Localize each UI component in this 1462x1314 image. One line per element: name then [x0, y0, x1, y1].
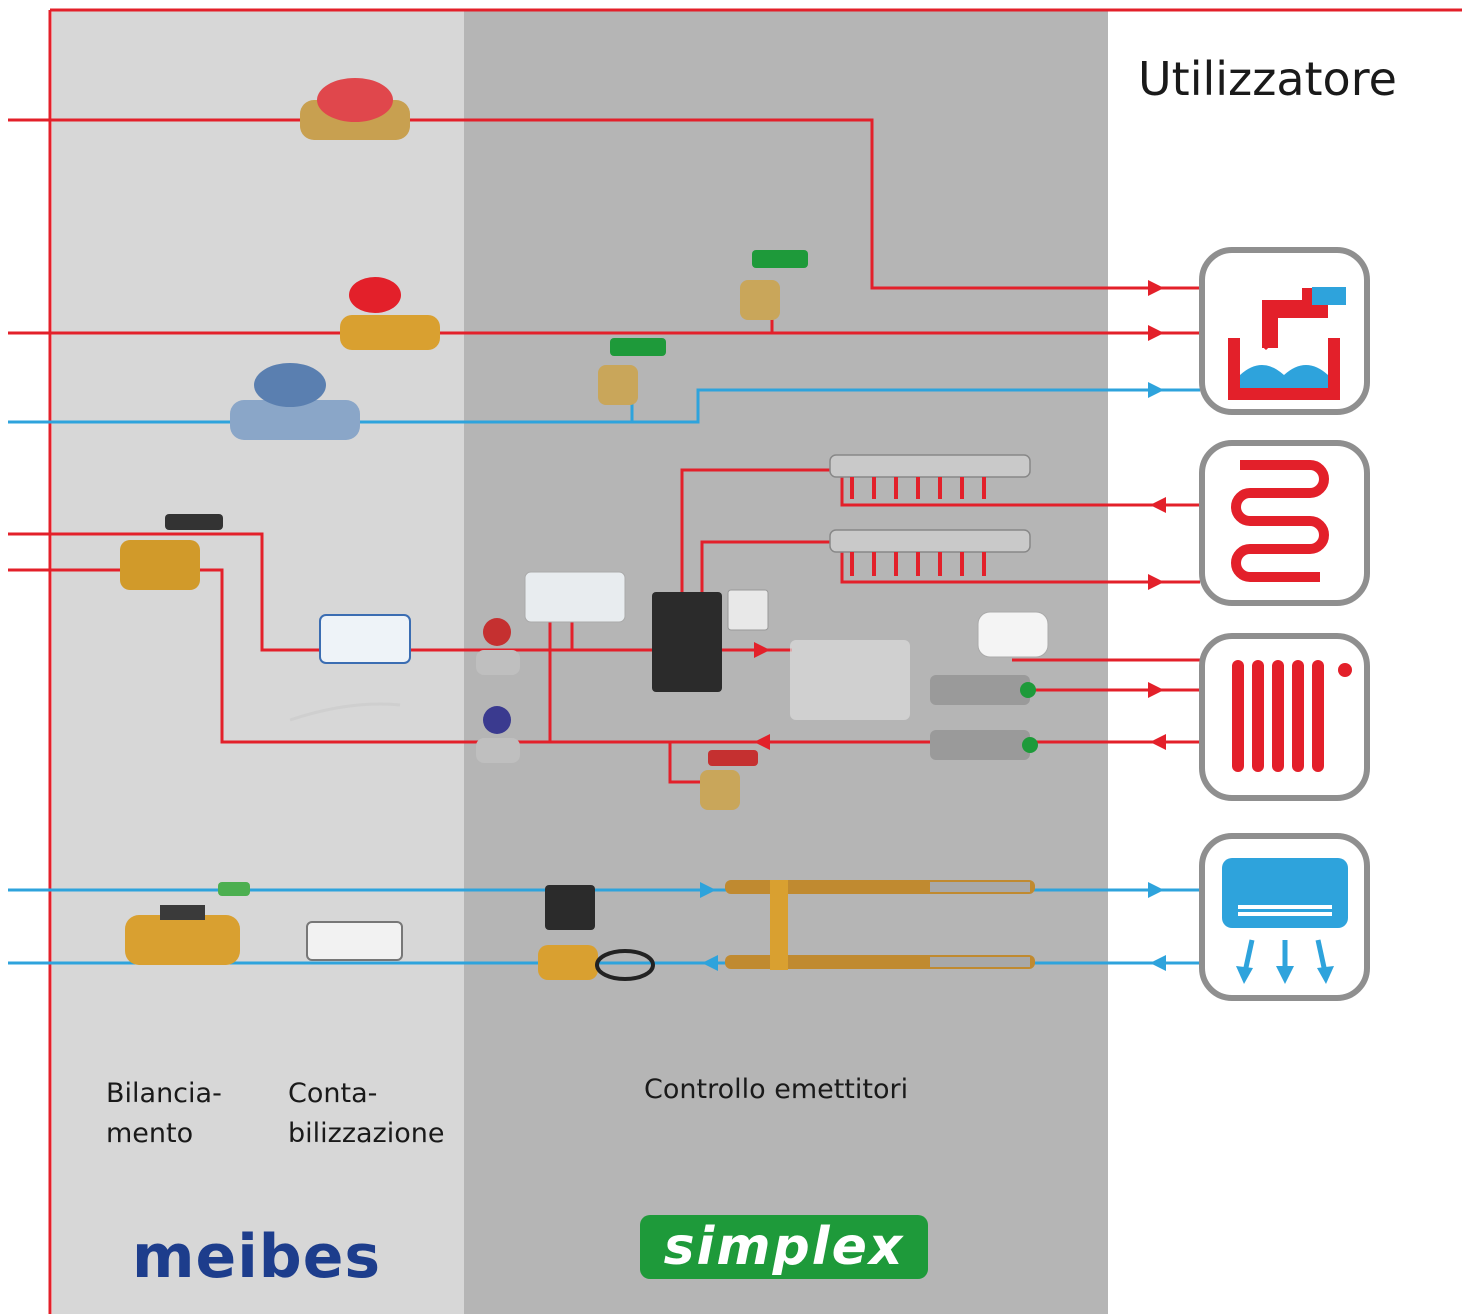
water-meter-hot-2-icon: [340, 277, 440, 350]
ball-valve-red-icon: [700, 750, 758, 810]
controllo-label: Controllo emettitori: [644, 1074, 909, 1105]
water-meter-hot-icon: [300, 78, 410, 140]
diverter-white-icon: [524, 571, 626, 623]
arrow-right: [1148, 882, 1164, 898]
heat-meter-icon: [289, 614, 411, 722]
arrow-left: [702, 955, 718, 971]
manifold-top: [829, 454, 1031, 478]
arrow-right: [1148, 325, 1164, 341]
hot-water-line: [8, 118, 1200, 290]
valve-blue-icon: [476, 706, 520, 763]
fan-coil-icon: [1199, 833, 1370, 1001]
arrow-right: [1148, 280, 1164, 296]
meibes-logo: meibes: [132, 1222, 382, 1292]
arrow-left: [1150, 734, 1166, 750]
arrow-right: [1148, 574, 1164, 590]
ball-valve-green-2-icon: [598, 338, 666, 405]
contabilizzazione-label: Conta- bilizzazione: [288, 1078, 445, 1149]
radiator-icon: [1199, 633, 1370, 801]
zone-valve-actuator-icon: [538, 885, 655, 981]
mixing-station-icon: [652, 589, 769, 692]
heating-return-line: [8, 568, 1200, 744]
sanitary-water-icon: [1199, 247, 1370, 415]
arrow-left: [754, 734, 770, 750]
pressure-independent-valve-icon: [125, 882, 250, 965]
bilanciamento-label: Bilancia- mento: [106, 1078, 222, 1149]
simplex-zone: [464, 10, 1108, 1314]
heating-supply-line: [8, 532, 792, 652]
balancing-valve-icon: [120, 514, 223, 590]
manifold-return: [700, 540, 840, 650]
manifold-bottom: [829, 529, 1031, 553]
arrow-right: [1148, 682, 1164, 698]
manifold-supply: [680, 468, 840, 650]
arrow-right: [754, 642, 770, 658]
simplex-logo: simplex: [640, 1215, 928, 1279]
radiator-fittings-icon: [790, 640, 1038, 760]
fan-coil-valve-kit-icon: [725, 880, 1035, 970]
floor-heating-icon: [1199, 440, 1370, 606]
water-meter-cold-icon: [230, 363, 360, 440]
arrow-left: [1150, 955, 1166, 971]
arrow-right: [1148, 382, 1164, 398]
thermostatic-head-icon: [977, 611, 1049, 658]
simplex-logo-text: simplex: [663, 1217, 905, 1277]
energy-meter-icon: [306, 921, 403, 961]
ball-valve-green-icon: [740, 250, 808, 320]
page-title: Utilizzatore: [1138, 52, 1397, 106]
valve-red-icon: [476, 618, 520, 675]
arrow-right: [700, 882, 716, 898]
arrow-left: [1150, 497, 1166, 513]
